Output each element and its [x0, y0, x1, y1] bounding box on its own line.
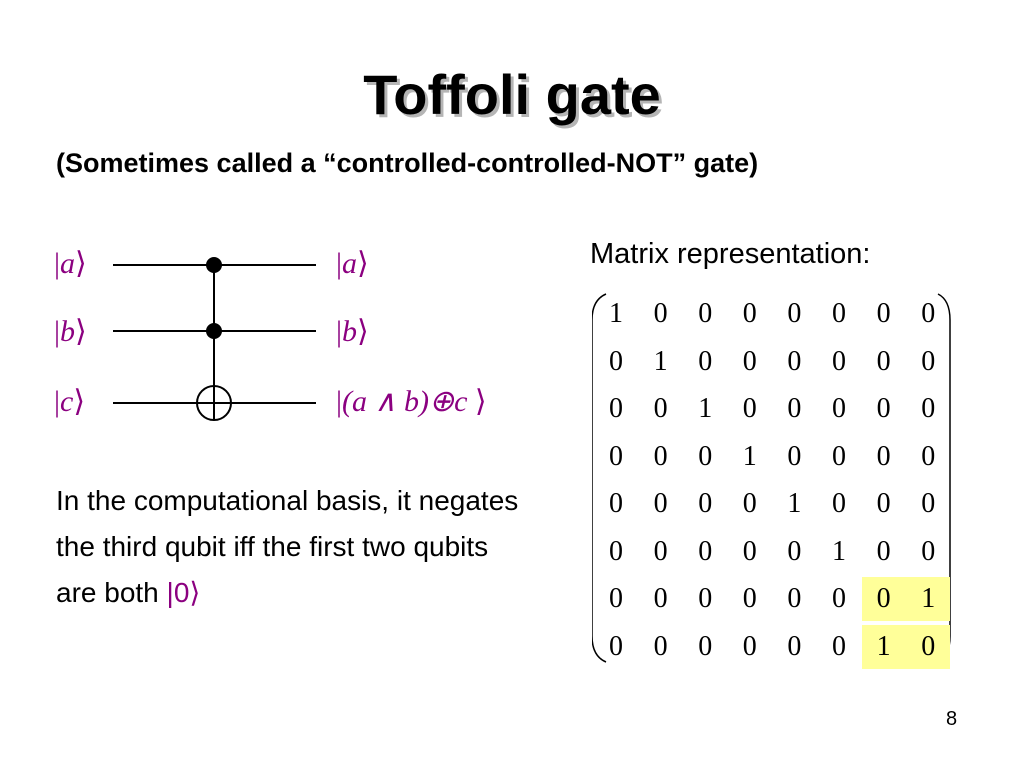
- matrix-cell: 0: [698, 298, 713, 329]
- matrix-cell: 0: [609, 440, 623, 472]
- matrix-cell: 0: [742, 583, 757, 614]
- matrix-cell: 0: [787, 583, 802, 614]
- matrix-cell: 0: [921, 298, 936, 329]
- matrix-cell: 0: [876, 440, 891, 472]
- matrix-label: Matrix representation:: [590, 238, 871, 270]
- matrix-cell: 0: [742, 488, 757, 519]
- matrix-cell: 0: [832, 345, 846, 377]
- matrix-cell: 0: [921, 440, 936, 472]
- left-bracket: [592, 293, 607, 663]
- matrix-cell: 0: [698, 630, 713, 662]
- matrix-cell: 1: [906, 577, 951, 621]
- input-ket-c: |c⟩: [54, 385, 86, 418]
- page-number: 8: [946, 708, 958, 730]
- matrix-cell: 1: [787, 488, 802, 519]
- input-ket-b: |b⟩: [54, 315, 87, 348]
- matrix-cell: 0: [609, 488, 623, 519]
- matrix-cell: 0: [787, 535, 802, 567]
- slide-subtitle: (Sometimes called a “controlled-controll…: [56, 148, 759, 178]
- matrix-cell: 0: [653, 440, 668, 472]
- matrix-cell: 0: [698, 583, 713, 614]
- matrix-cell: 0: [921, 393, 936, 424]
- matrix-cell: 0: [787, 630, 802, 662]
- matrix-cell: 0: [921, 488, 936, 519]
- matrix-cell: 0: [698, 440, 713, 472]
- matrix-cell: 0: [653, 393, 668, 424]
- matrix-cell: 0: [609, 393, 623, 424]
- matrix-cell: 0: [787, 393, 802, 424]
- matrix-cell: 0: [876, 345, 891, 377]
- matrix-cell: 0: [653, 298, 668, 329]
- target-xor: [196, 385, 232, 421]
- matrix-cell: 0: [609, 583, 623, 614]
- matrix-cell: 0: [653, 583, 668, 614]
- matrix-cell: 0: [832, 440, 846, 472]
- matrix-cell: 0: [906, 624, 951, 669]
- matrix-cell: 0: [832, 393, 846, 424]
- matrix-cell: 0: [742, 298, 757, 329]
- matrix-cell: 0: [742, 630, 757, 662]
- input-ket-a: |a⟩: [54, 247, 87, 280]
- matrix-cell: 0: [832, 583, 846, 614]
- output-ket-b: |b⟩: [336, 315, 369, 348]
- matrix-cell: 0: [832, 298, 846, 329]
- matrix-cell: 0: [861, 577, 906, 621]
- matrix-cell: 0: [653, 488, 668, 519]
- matrix-cell: 0: [742, 393, 757, 424]
- matrix-cell: 1: [609, 298, 623, 329]
- control-dot-b: [206, 323, 222, 339]
- output-ket-a: |a⟩: [336, 247, 369, 280]
- description: In the computational basis, it negates t…: [56, 478, 536, 616]
- matrix-cell: 1: [832, 535, 846, 567]
- matrix-cell: 0: [653, 630, 668, 662]
- control-dot-a: [206, 257, 222, 273]
- matrix-cell: 0: [832, 488, 846, 519]
- matrix-cell: 0: [609, 345, 623, 377]
- matrix-cell: 0: [876, 298, 891, 329]
- matrix-cell: 1: [653, 345, 668, 377]
- matrix-cell: 0: [742, 535, 757, 567]
- matrix-cell: 0: [787, 298, 802, 329]
- matrix-cell: 0: [698, 535, 713, 567]
- matrix-cell: 0: [921, 345, 936, 377]
- matrix-cell: 0: [787, 345, 802, 377]
- matrix-cell: 0: [876, 535, 891, 567]
- matrix-cell: 0: [876, 393, 891, 424]
- zero-ket: |0⟩: [166, 577, 201, 608]
- matrix-cell: 1: [742, 440, 757, 472]
- output-ket-c: |(a ∧ b)⊕c ⟩: [336, 385, 487, 418]
- description-text: In the computational basis, it negates t…: [56, 485, 519, 608]
- matrix-cell: 0: [832, 630, 846, 662]
- matrix-cell: 0: [742, 345, 757, 377]
- matrix-cell: 0: [698, 488, 713, 519]
- slide-title: Toffoli gate: [363, 63, 661, 126]
- matrix-cell: 0: [609, 630, 623, 662]
- matrix-cell: 0: [787, 440, 802, 472]
- matrix-cell: 0: [653, 535, 668, 567]
- matrix-cell: 1: [861, 624, 906, 669]
- matrix-cell: 0: [609, 535, 623, 567]
- matrix-cell: 0: [921, 535, 936, 567]
- matrix-cell: 0: [698, 345, 713, 377]
- matrix-cell: 0: [876, 488, 891, 519]
- matrix-cell: 1: [698, 393, 713, 424]
